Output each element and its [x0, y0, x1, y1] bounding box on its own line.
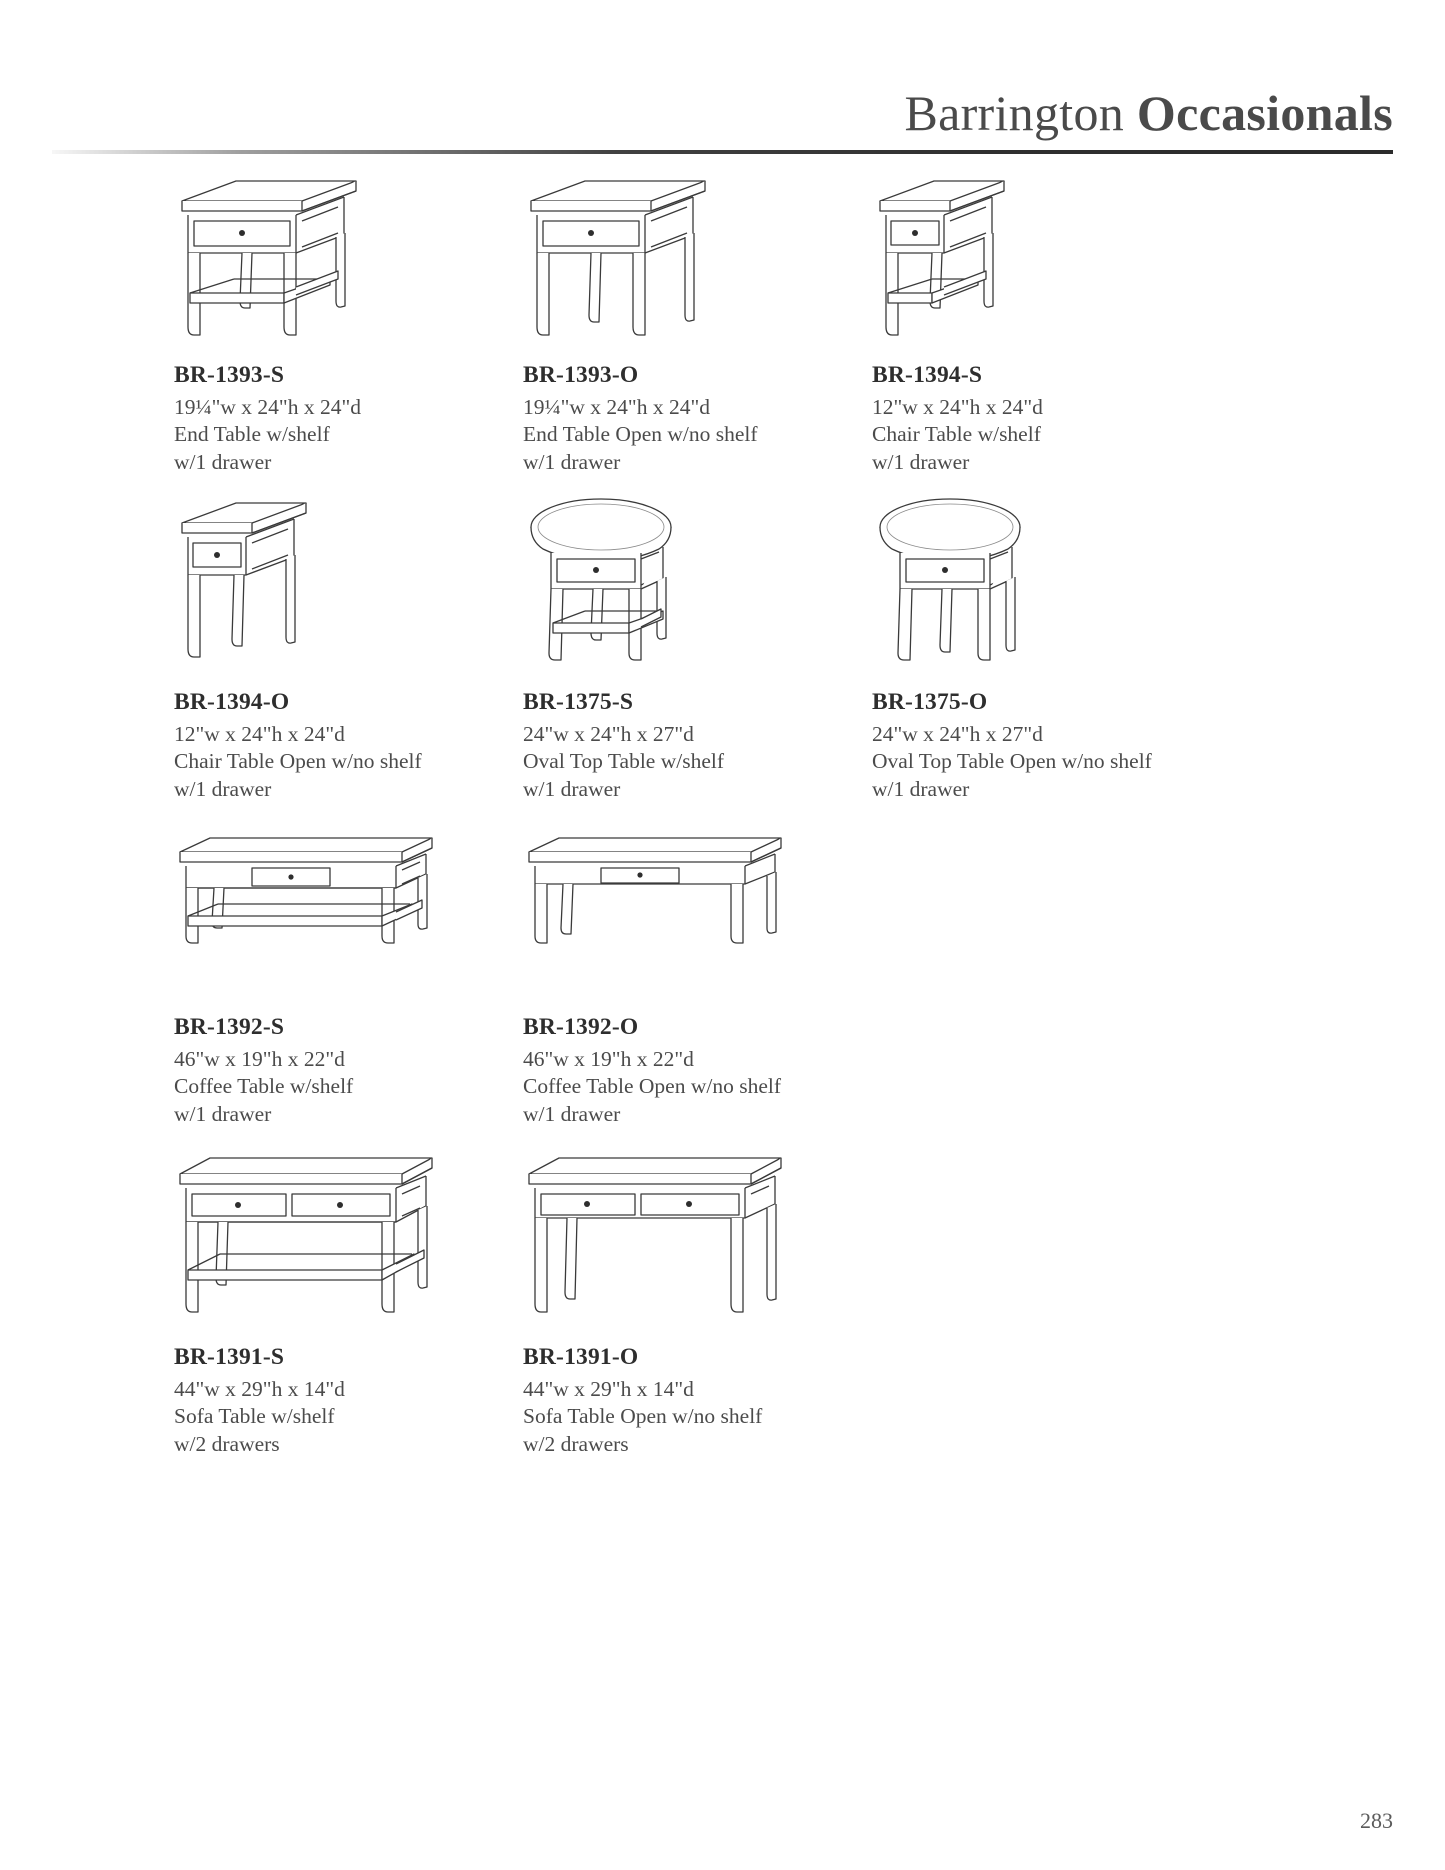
product-label: BR-1393-S 19¼"w x 24"h x 24"d End Table … [174, 361, 504, 476]
product-sku: BR-1393-S [174, 362, 285, 388]
product-description: Oval Top Table w/shelf [523, 749, 725, 774]
product-illustration-oval-top-table-with-shelf [523, 497, 863, 682]
product-card-5[interactable]: BR-1375-O 24"w x 24"h x 27"d Oval Top Ta… [872, 497, 1232, 803]
product-dimensions: 24"w x 24"h x 27"d [872, 721, 1043, 746]
product-illustration-coffee-table-with-shelf [174, 832, 514, 1007]
product-drawers: w/1 drawer [523, 449, 621, 474]
product-card-8[interactable]: BR-1391-S 44"w x 29"h x 14"d Sofa Table … [174, 1152, 514, 1458]
product-card-0[interactable]: BR-1393-S 19¼"w x 24"h x 24"d End Table … [174, 175, 504, 476]
product-sku: BR-1375-O [872, 689, 988, 715]
product-description: Coffee Table w/shelf [174, 1074, 354, 1099]
product-sku: BR-1375-S [523, 689, 634, 715]
product-dimensions: 19¼"w x 24"h x 24"d [174, 394, 361, 419]
product-card-7[interactable]: BR-1392-O 46"w x 19"h x 22"d Coffee Tabl… [523, 832, 863, 1128]
product-description: Chair Table w/shelf [872, 422, 1041, 447]
product-card-2[interactable]: BR-1394-S 12"w x 24"h x 24"d Chair Table… [872, 175, 1202, 476]
page-title-collection: Barrington [904, 85, 1125, 141]
page-title-category: Occasionals [1136, 85, 1393, 141]
product-illustration-chair-table-with-shelf [872, 175, 1202, 355]
product-label: BR-1392-S 46"w x 19"h x 22"d Coffee Tabl… [174, 1013, 514, 1128]
product-label: BR-1394-O 12"w x 24"h x 24"d Chair Table… [174, 688, 514, 803]
product-drawers: w/1 drawer [174, 1101, 272, 1126]
product-description: Coffee Table Open w/no shelf [523, 1074, 782, 1099]
product-description: Sofa Table Open w/no shelf [523, 1404, 763, 1429]
product-sku: BR-1391-O [523, 1344, 639, 1370]
product-drawers: w/1 drawer [872, 449, 970, 474]
product-sku: BR-1393-O [523, 362, 639, 388]
product-label: BR-1375-S 24"w x 24"h x 27"d Oval Top Ta… [523, 688, 863, 803]
product-illustration-sofa-table-with-shelf [174, 1152, 514, 1337]
product-drawers: w/1 drawer [523, 1101, 621, 1126]
product-description: Chair Table Open w/no shelf [174, 749, 422, 774]
product-illustration-sofa-table-open [523, 1152, 863, 1337]
header-divider [52, 150, 1393, 154]
page-header: Barrington Occasionals [0, 0, 1445, 175]
product-dimensions: 44"w x 29"h x 14"d [174, 1376, 345, 1401]
product-sku: BR-1394-O [174, 689, 290, 715]
product-drawers: w/1 drawer [174, 449, 272, 474]
product-card-1[interactable]: BR-1393-O 19¼"w x 24"h x 24"d End Table … [523, 175, 853, 476]
product-card-6[interactable]: BR-1392-S 46"w x 19"h x 22"d Coffee Tabl… [174, 832, 514, 1128]
product-dimensions: 19¼"w x 24"h x 24"d [523, 394, 710, 419]
product-illustration-oval-top-table-open [872, 497, 1232, 682]
product-illustration-end-table-open [523, 175, 853, 355]
product-label: BR-1391-S 44"w x 29"h x 14"d Sofa Table … [174, 1343, 514, 1458]
product-sku: BR-1392-O [523, 1014, 639, 1040]
product-label: BR-1394-S 12"w x 24"h x 24"d Chair Table… [872, 361, 1202, 476]
page-number: 283 [1360, 1808, 1393, 1833]
product-sku: BR-1394-S [872, 362, 983, 388]
product-dimensions: 12"w x 24"h x 24"d [174, 721, 345, 746]
product-dimensions: 46"w x 19"h x 22"d [174, 1046, 345, 1071]
product-card-3[interactable]: BR-1394-O 12"w x 24"h x 24"d Chair Table… [174, 497, 514, 803]
product-row: BR-1393-S 19¼"w x 24"h x 24"d End Table … [0, 175, 1445, 475]
product-description: End Table Open w/no shelf [523, 422, 758, 447]
product-description: End Table w/shelf [174, 422, 330, 447]
product-drawers: w/1 drawer [872, 776, 970, 801]
product-label: BR-1392-O 46"w x 19"h x 22"d Coffee Tabl… [523, 1013, 863, 1128]
product-drawers: w/1 drawer [523, 776, 621, 801]
product-illustration-chair-table-open [174, 497, 514, 682]
product-label: BR-1393-O 19¼"w x 24"h x 24"d End Table … [523, 361, 853, 476]
product-sku: BR-1392-S [174, 1014, 285, 1040]
product-label: BR-1375-O 24"w x 24"h x 27"d Oval Top Ta… [872, 688, 1232, 803]
product-row: BR-1394-O 12"w x 24"h x 24"d Chair Table… [0, 497, 1445, 802]
product-drawers: w/2 drawers [523, 1431, 629, 1456]
product-label: BR-1391-O 44"w x 29"h x 14"d Sofa Table … [523, 1343, 863, 1458]
product-card-9[interactable]: BR-1391-O 44"w x 29"h x 14"d Sofa Table … [523, 1152, 863, 1458]
product-description: Sofa Table w/shelf [174, 1404, 335, 1429]
product-description: Oval Top Table Open w/no shelf [872, 749, 1152, 774]
product-grid: BR-1393-S 19¼"w x 24"h x 24"d End Table … [0, 175, 1445, 1456]
product-drawers: w/2 drawers [174, 1431, 280, 1456]
product-drawers: w/1 drawer [174, 776, 272, 801]
product-dimensions: 46"w x 19"h x 22"d [523, 1046, 694, 1071]
product-sku: BR-1391-S [174, 1344, 285, 1370]
product-dimensions: 44"w x 29"h x 14"d [523, 1376, 694, 1401]
product-dimensions: 24"w x 24"h x 27"d [523, 721, 694, 746]
product-illustration-coffee-table-open [523, 832, 863, 1007]
product-row: BR-1392-S 46"w x 19"h x 22"d Coffee Tabl… [0, 832, 1445, 1126]
product-illustration-end-table-with-shelf [174, 175, 504, 355]
product-card-4[interactable]: BR-1375-S 24"w x 24"h x 27"d Oval Top Ta… [523, 497, 863, 803]
page-title: Barrington Occasionals [904, 88, 1393, 138]
product-dimensions: 12"w x 24"h x 24"d [872, 394, 1043, 419]
product-row: BR-1391-S 44"w x 29"h x 14"d Sofa Table … [0, 1152, 1445, 1456]
